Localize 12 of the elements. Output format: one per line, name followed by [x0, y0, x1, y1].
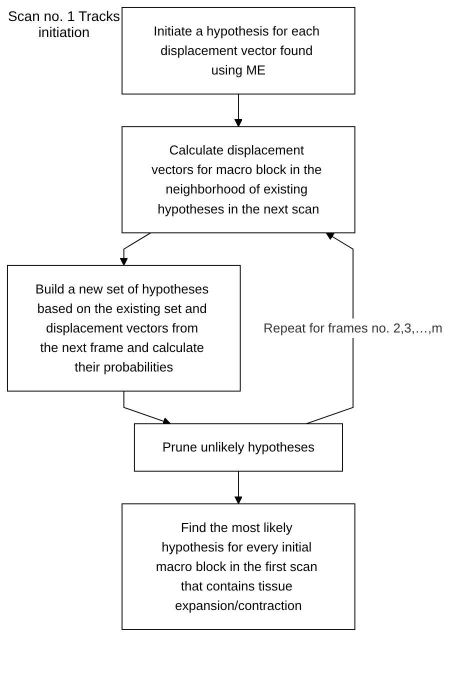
arrow	[123, 390, 171, 426]
node-box: Prune unlikely hypotheses	[134, 423, 343, 472]
arrow	[306, 232, 354, 424]
edge-label: Repeat for frames no. 2,3,…,m	[264, 320, 443, 336]
node-box: Initiate a hypothesis for each displacement vector found using ME	[122, 6, 356, 95]
node-box: Build a new set of hypotheses based on the existing set and displacement vectors from the next frame and calculate their probabilities	[7, 264, 241, 392]
node-box: Calculate displacement vectors for macro block in the neighborhood of existing hypotheses in the next scan	[122, 126, 356, 234]
arrow	[234, 94, 243, 128]
arrow	[234, 470, 243, 504]
node-box: Find the most likely hypothesis for every initial macro block in the first scan that contains tissue expansion/contraction	[122, 503, 356, 630]
arrow	[120, 232, 152, 266]
side-note: Scan no. 1 Tracks initiation	[6, 8, 122, 40]
